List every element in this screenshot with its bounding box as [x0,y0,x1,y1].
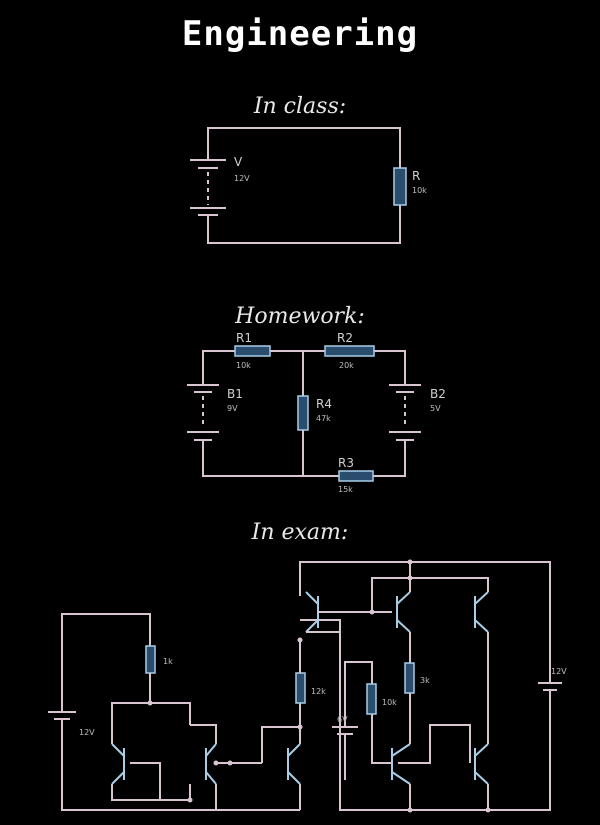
label-v: V [234,155,243,169]
battery-v [190,159,226,216]
transistor-q1 [111,743,125,785]
battery-b2 [389,384,421,441]
value-r4: 47k [316,414,331,423]
in-exam-circuit: 12V 1k 12k 6V 10k 3k 12V [48,559,567,813]
homework-caption: Homework: [235,304,365,329]
page-title: Engineering [181,14,419,54]
label-b2: B2 [430,387,446,401]
transistor-q7 [391,743,411,785]
homework-circuit: R1 10k R2 20k R3 15k R4 47k B1 9V B2 5V [187,331,446,494]
value-v: 12V [234,174,250,183]
value-10k: 10k [382,698,397,707]
value-6v: 6V [337,715,348,724]
label-r1: R1 [236,331,252,345]
in-exam-caption: In exam: [251,520,349,545]
value-b1: 9V [227,404,238,413]
value-r3: 15k [338,485,353,494]
transistor-q8 [474,743,489,785]
transistor-q4 [305,591,319,633]
value-r1: 10k [236,361,251,370]
in-class-circuit: V 12V R 10k [190,127,427,244]
value-source-right: 12V [551,667,567,676]
resistor-1k [145,645,156,674]
label-r4: R4 [316,397,332,411]
resistor-r3 [338,470,374,482]
resistor-r [393,167,407,206]
resistor-r1 [234,345,271,357]
value-r: 10k [412,186,427,195]
resistor-r2 [324,345,375,357]
transistor-q3 [287,743,301,785]
resistor-r4 [297,395,309,431]
value-3k: 3k [420,676,430,685]
in-class-caption: In class: [253,94,347,119]
label-b1: B1 [227,387,243,401]
value-12k: 12k [311,687,326,696]
transistor-q5 [396,591,411,633]
value-1k: 1k [163,657,173,666]
label-r: R [412,169,420,183]
value-r2: 20k [339,361,354,370]
value-b2: 5V [430,404,441,413]
value-source-left: 12V [79,728,95,737]
label-r3: R3 [338,456,354,470]
transistor-q2 [205,743,217,785]
resistor-3k [404,662,415,694]
label-r2: R2 [337,331,353,345]
battery-b1 [187,384,219,441]
resistor-10k [366,683,377,715]
resistor-12k [295,672,306,704]
transistor-q6 [474,591,489,633]
